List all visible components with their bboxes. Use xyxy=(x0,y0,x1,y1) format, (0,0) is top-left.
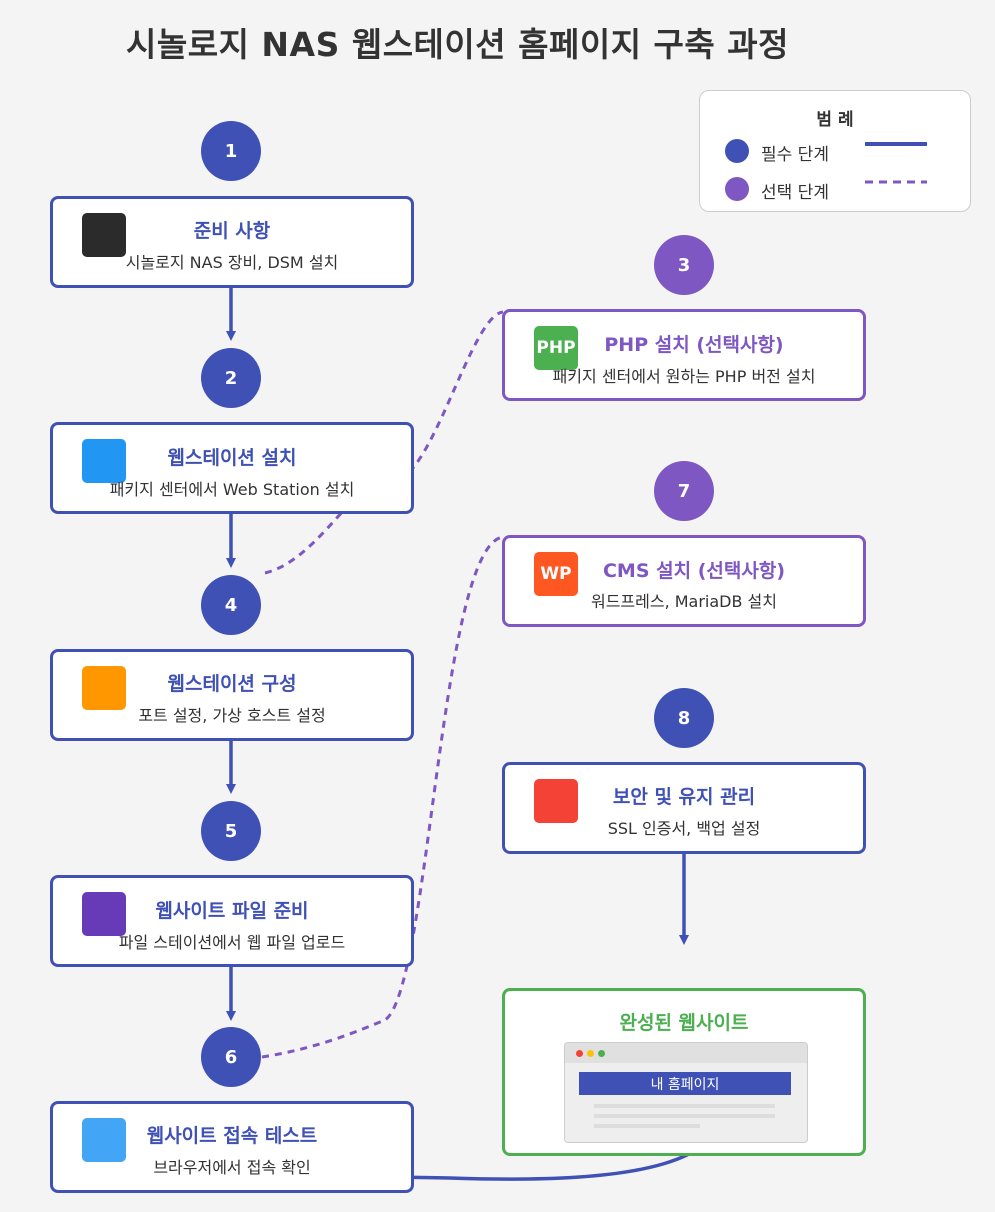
php-icon: PHP xyxy=(534,326,578,370)
step-4-title: 웹스테이션 구성 xyxy=(167,673,297,695)
browser-minimize-dot xyxy=(587,1050,594,1057)
dashed-connector-6-7 xyxy=(261,535,504,1059)
step-3-desc: 패키지 센터에서 원하는 PHP 버전 설치 xyxy=(552,367,816,386)
step-5-title: 웹사이트 파일 준비 xyxy=(155,900,309,922)
step-6-circle: 6 xyxy=(201,1027,261,1087)
browser-content-line xyxy=(594,1114,775,1118)
step-8-desc: SSL 인증서, 백업 설정 xyxy=(607,819,761,838)
legend-optional-dot xyxy=(725,177,749,201)
step-6-box: 웹사이트 접속 테스트 브라우저에서 접속 확인 xyxy=(50,1101,414,1193)
install-icon xyxy=(82,439,126,483)
wordpress-icon: WP xyxy=(534,552,578,596)
step-6-title: 웹사이트 접속 테스트 xyxy=(146,1125,318,1147)
browser-maximize-dot xyxy=(598,1050,605,1057)
step-5-circle: 5 xyxy=(201,801,261,861)
step-3-box: PHP PHP 설치 (선택사항) 패키지 센터에서 원하는 PHP 버전 설치 xyxy=(502,309,866,401)
legend-title: 범 례 xyxy=(816,110,854,130)
legend-required-label: 필수 단계 xyxy=(761,145,829,165)
legend-required-dot xyxy=(725,139,749,163)
browser-mockup: 내 홈페이지 xyxy=(564,1042,808,1143)
page-title: 시놀로지 NAS 웹스테이션 홈페이지 구축 과정 xyxy=(126,25,789,64)
step-3-title: PHP 설치 (선택사항) xyxy=(604,334,784,356)
step-6-desc: 브라우저에서 접속 확인 xyxy=(153,1158,311,1177)
step-4-box: 웹스테이션 구성 포트 설정, 가상 호스트 설정 xyxy=(50,649,414,741)
step-7-title: CMS 설치 (선택사항) xyxy=(602,560,785,582)
step-1-circle: 1 xyxy=(201,121,261,181)
browser-titlebar xyxy=(565,1043,807,1063)
step-8-title: 보안 및 유지 관리 xyxy=(612,786,756,808)
step-4-desc: 포트 설정, 가상 호스트 설정 xyxy=(138,706,326,725)
legend-solid-line xyxy=(865,142,927,146)
legend: 범 례 필수 단계 선택 단계 xyxy=(699,90,971,212)
browser-content-line xyxy=(594,1124,700,1128)
browser-close-dot xyxy=(576,1050,583,1057)
browser-page-header: 내 홈페이지 xyxy=(579,1072,791,1095)
step-4-circle: 4 xyxy=(201,575,261,635)
step-5-box: 웹사이트 파일 준비 파일 스테이션에서 웹 파일 업로드 xyxy=(50,875,414,967)
step-8-box: 보안 및 유지 관리 SSL 인증서, 백업 설정 xyxy=(502,762,866,854)
security-icon xyxy=(534,779,578,823)
step-7-circle: 7 xyxy=(654,461,714,521)
step-2-circle: 2 xyxy=(201,348,261,408)
step-2-desc: 패키지 센터에서 Web Station 설치 xyxy=(109,480,355,499)
folder-icon xyxy=(82,892,126,936)
browser-content-line xyxy=(594,1104,775,1108)
browser-icon xyxy=(82,1118,126,1162)
step-7-desc: 워드프레스, MariaDB 설치 xyxy=(590,592,778,611)
legend-optional-label: 선택 단계 xyxy=(761,183,829,203)
step-1-desc: 시놀로지 NAS 장비, DSM 설치 xyxy=(125,253,339,272)
result-title: 완성된 웹사이트 xyxy=(619,1012,749,1034)
config-icon xyxy=(82,666,126,710)
device-icon xyxy=(82,213,126,257)
step-2-box: 웹스테이션 설치 패키지 센터에서 Web Station 설치 xyxy=(50,422,414,514)
step-3-circle: 3 xyxy=(654,235,714,295)
result-box: 완성된 웹사이트 내 홈페이지 xyxy=(502,988,866,1156)
step-1-box: 준비 사항 시놀로지 NAS 장비, DSM 설치 xyxy=(50,196,414,288)
step-8-circle: 8 xyxy=(654,688,714,748)
step-1-title: 준비 사항 xyxy=(193,220,271,242)
step-7-box: WP CMS 설치 (선택사항) 워드프레스, MariaDB 설치 xyxy=(502,535,866,627)
step-5-desc: 파일 스테이션에서 웹 파일 업로드 xyxy=(118,933,346,952)
step-2-title: 웹스테이션 설치 xyxy=(167,447,297,469)
legend-dashed-line xyxy=(865,180,927,184)
